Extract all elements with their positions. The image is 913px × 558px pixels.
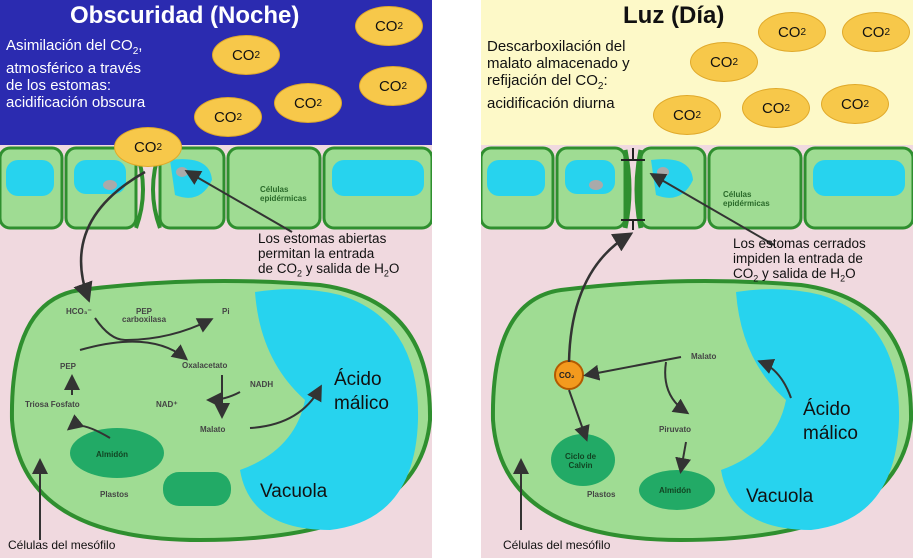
- vacuole: [240, 289, 419, 530]
- stomata-pointer-arrow: [649, 172, 775, 246]
- plastid-extra: [163, 472, 231, 506]
- co2-circle-label: CO₂: [559, 371, 575, 380]
- almidon-label: Almidón: [659, 486, 691, 495]
- mesophyll-label: Células del mesófilo: [8, 538, 116, 552]
- vacuole-label: Vacuola: [260, 481, 328, 502]
- malato-label: Malato: [691, 352, 717, 361]
- day-description: Descarboxilación del malato almacenado y…: [487, 38, 630, 112]
- closed-bar-top: [621, 148, 645, 161]
- closed-bar-bottom: [621, 219, 645, 230]
- night-stomata-note: Los estomas abiertas permitan la entrada…: [258, 231, 400, 279]
- night-title: Obscuridad (Noche): [70, 2, 300, 29]
- nad-label: NAD⁺: [156, 400, 178, 409]
- plastos-label: Plastos: [100, 490, 129, 499]
- pep-label: PEP: [60, 362, 77, 371]
- day-stomata-note: Los estomas cerrados impiden la entrada …: [733, 236, 866, 284]
- stomata-pointer-arrow: [184, 170, 293, 233]
- epidermal-cells: [0, 146, 432, 230]
- co2-to-stoma-arrow: [567, 232, 634, 363]
- night-panel: Obscuridad (Noche) Asimilación del CO2, …: [0, 0, 432, 558]
- day-panel: Luz (Día) Descarboxilación del malato al…: [481, 0, 913, 558]
- plastid-almidon: [639, 470, 715, 510]
- day-cell-diagram: [481, 0, 913, 558]
- vacuole-label: Vacuola: [746, 486, 814, 507]
- hco3-label: HCO₃⁻: [66, 307, 92, 316]
- night-cell-diagram: [0, 0, 432, 558]
- triosa-label: Triosa Fosfato: [25, 400, 80, 409]
- nadh-label: NADH: [250, 380, 274, 389]
- pi-label: Pi: [222, 307, 230, 316]
- vacuole: [721, 289, 900, 530]
- malato-label: Malato: [200, 425, 226, 434]
- plastos-label: Plastos: [587, 490, 616, 499]
- day-title: Luz (Día): [623, 2, 725, 29]
- plastid-almidon: [70, 428, 164, 478]
- mesophyll-label: Células del mesófilo: [503, 538, 611, 552]
- epidermal-cells: [481, 146, 913, 230]
- oxalacetato-label: Oxalacetato: [182, 361, 228, 370]
- plastid-calvin: [551, 434, 615, 486]
- night-description: Asimilación del CO2, atmosférico a travé…: [6, 37, 146, 111]
- piruvato-label: Piruvato: [659, 425, 692, 434]
- co2-entry-arrow: [73, 170, 146, 303]
- almidon-label: Almidón: [96, 450, 128, 459]
